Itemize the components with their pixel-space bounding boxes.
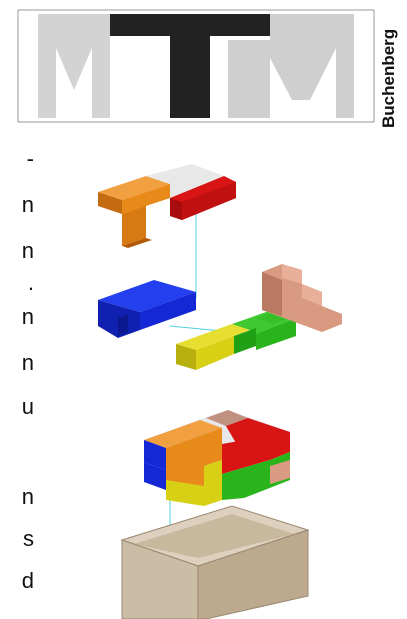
logo-letter-t-stem bbox=[170, 14, 210, 118]
mtm-logo-graphic: Buchenberg bbox=[0, 0, 407, 140]
text-fragment: . bbox=[28, 272, 34, 294]
text-fragment: - bbox=[27, 148, 34, 170]
puzzle-piece-blue bbox=[98, 280, 196, 338]
assembled-cube bbox=[144, 410, 290, 506]
puzzle-piece-yellow-green bbox=[176, 310, 296, 370]
wooden-box bbox=[122, 506, 308, 619]
text-fragment: n bbox=[22, 306, 34, 328]
puzzle-illustration bbox=[60, 150, 407, 619]
text-fragment: u bbox=[22, 396, 34, 418]
cropped-text-column: - n n . n n u n s d bbox=[0, 148, 44, 619]
text-fragment: n bbox=[22, 352, 34, 374]
text-fragment: s bbox=[23, 528, 34, 550]
puzzle-piece-top bbox=[98, 164, 236, 248]
text-fragment: n bbox=[22, 486, 34, 508]
puzzle-assembly-diagram bbox=[60, 150, 407, 619]
mtm-logo: Buchenberg bbox=[0, 0, 407, 140]
text-fragment: d bbox=[22, 570, 34, 592]
logo-tagline: Buchenberg bbox=[379, 29, 398, 128]
text-fragment: n bbox=[22, 194, 34, 216]
text-fragment: n bbox=[22, 240, 34, 262]
